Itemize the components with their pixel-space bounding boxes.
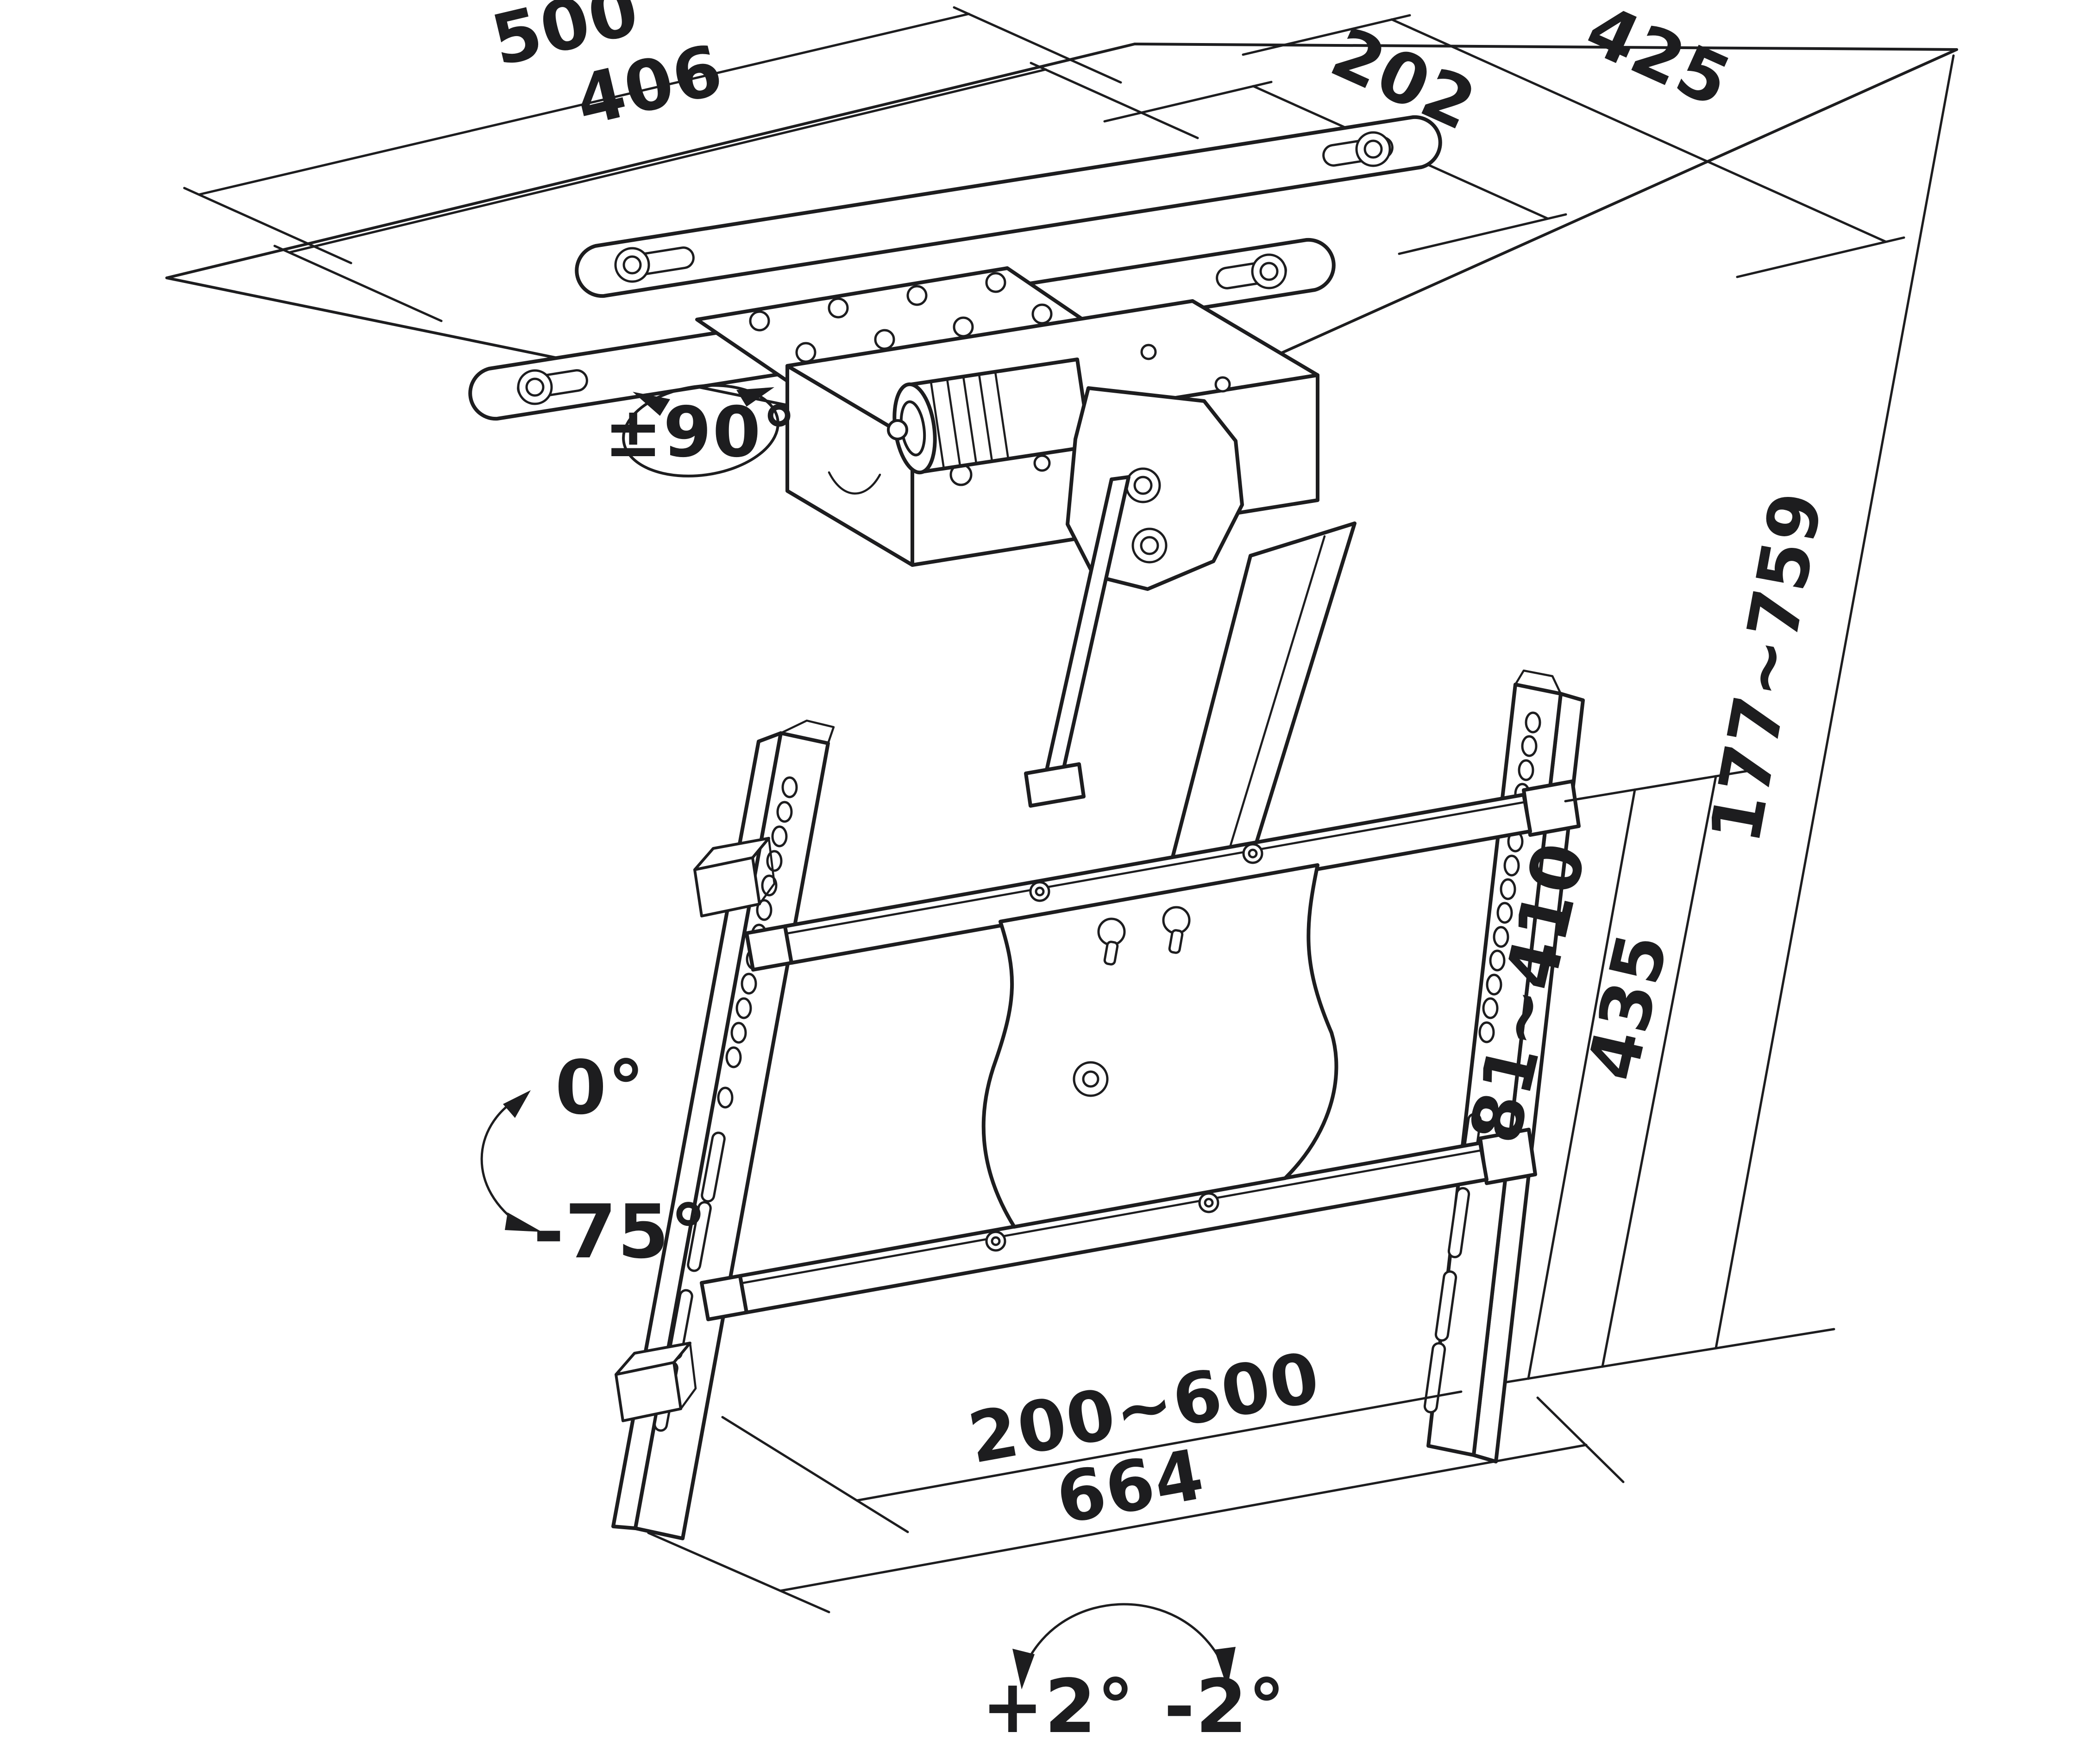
housing-top-screw-2 (1214, 376, 1231, 393)
ceiling-plate-assembly (468, 115, 1442, 421)
label-435: 435 (1572, 925, 1684, 1087)
label-81-410: 81~410 (1455, 835, 1602, 1151)
dim-line-664 (779, 1444, 1588, 1592)
plate-hole (828, 297, 849, 319)
level-arc (1023, 1603, 1225, 1669)
ceiling-plane-edge-top-left (165, 43, 1136, 279)
top-dimension-lines (183, 6, 1905, 322)
swivel-ellipse (622, 384, 779, 477)
plate-hole (906, 285, 928, 306)
plate-hole (985, 272, 1006, 293)
left-rail-top-cap (779, 719, 835, 745)
upper-crossbar-edge (785, 801, 1526, 935)
swivel-arrow-right-icon (736, 387, 774, 407)
level-arrow-right-icon (1214, 1647, 1236, 1688)
label-tilt-75: -75° (533, 1188, 708, 1275)
label-425: 425 (1575, 0, 1742, 123)
dim-line-435 (1601, 775, 1717, 1368)
level-annotation (1012, 1603, 1236, 1689)
ext-500-left (183, 187, 352, 264)
plate-hole (1031, 303, 1053, 325)
front-rail-screw-left-inner (525, 377, 545, 397)
keyhole-right-slot (1168, 929, 1184, 954)
left-clamp-upper (693, 837, 776, 917)
plate-hole (795, 342, 817, 363)
ext-bottom-right-664 (1536, 1396, 1625, 1483)
cylinder-screw (1033, 454, 1051, 472)
right-rail-top-cap (1514, 669, 1562, 695)
ceiling-plane-edge-top-right (1133, 43, 1958, 51)
label-level-plus: +2° (981, 1663, 1135, 1750)
center-plate (981, 863, 1338, 1229)
dim-line-177-759 (1715, 54, 1955, 1350)
keyhole-left-slot (1103, 941, 1119, 966)
ext-500-right (953, 6, 1122, 84)
tv-bracket (611, 669, 1585, 1540)
motor-cylinder-ribs (930, 370, 1010, 470)
dim-line-425 (1390, 18, 1887, 243)
swivel-arrow-left-icon (633, 392, 670, 416)
bracket-dimension-lines (647, 768, 1757, 1613)
label-level-minus: -2° (1164, 1663, 1286, 1750)
label-swivel: ±90° (604, 392, 797, 473)
ext-top-right-bracket (1564, 768, 1757, 803)
ext-bottom-right (1446, 1328, 1835, 1393)
rear-rail-screw-left-inner (622, 255, 642, 275)
dim-line-81-410 (1527, 788, 1636, 1380)
tilt-arrow-up-icon (503, 1090, 531, 1118)
housing-top-screw (1140, 344, 1157, 360)
tilt-arrow-down-icon (505, 1212, 542, 1232)
plate-hole (749, 310, 770, 332)
center-plate-screw-inner (1082, 1070, 1099, 1088)
upper-crossbar-body (783, 793, 1532, 965)
plate-hole (953, 316, 974, 338)
lower-crossbar-edge (740, 1149, 1482, 1285)
upper-crossbar (745, 779, 1581, 972)
motor-shaft-nub (887, 419, 908, 440)
ext-406-left (273, 245, 443, 322)
level-arrow-left-icon (1012, 1649, 1035, 1689)
ext-425-left (1242, 14, 1411, 56)
dim-line-500 (198, 13, 970, 196)
housing-detail-curve (828, 471, 881, 495)
ext-202-left (1103, 81, 1273, 123)
ext-406-right (1030, 62, 1199, 139)
swivel-annotation (622, 384, 779, 477)
ext-bottom-left-1 (721, 1416, 909, 1533)
rear-mount-rail (575, 115, 1442, 298)
ext-425-right (1736, 236, 1905, 278)
pivot-screw-1-inner (1133, 476, 1153, 495)
left-clamp-lower (615, 1342, 697, 1422)
ext-bottom-left-2 (647, 1532, 830, 1613)
front-rail-screw-right-inner (1259, 262, 1279, 281)
plate-hole (874, 329, 895, 350)
dim-line-200-600 (855, 1390, 1463, 1502)
upper-crossbar-right-end (1522, 779, 1581, 837)
tilt-arc (480, 1097, 524, 1228)
label-tilt-0: 0° (555, 1044, 645, 1131)
height-dimension (1446, 54, 1955, 1393)
tilt-annotation (480, 1090, 542, 1232)
lift-rod-foot (1024, 762, 1086, 808)
pivot-screw-2-inner (1140, 536, 1159, 555)
center-plate-body (981, 863, 1338, 1229)
ext-202-right (1398, 213, 1567, 255)
dim-line-406 (288, 68, 1047, 254)
rear-rail-screw-right-inner (1363, 139, 1383, 159)
